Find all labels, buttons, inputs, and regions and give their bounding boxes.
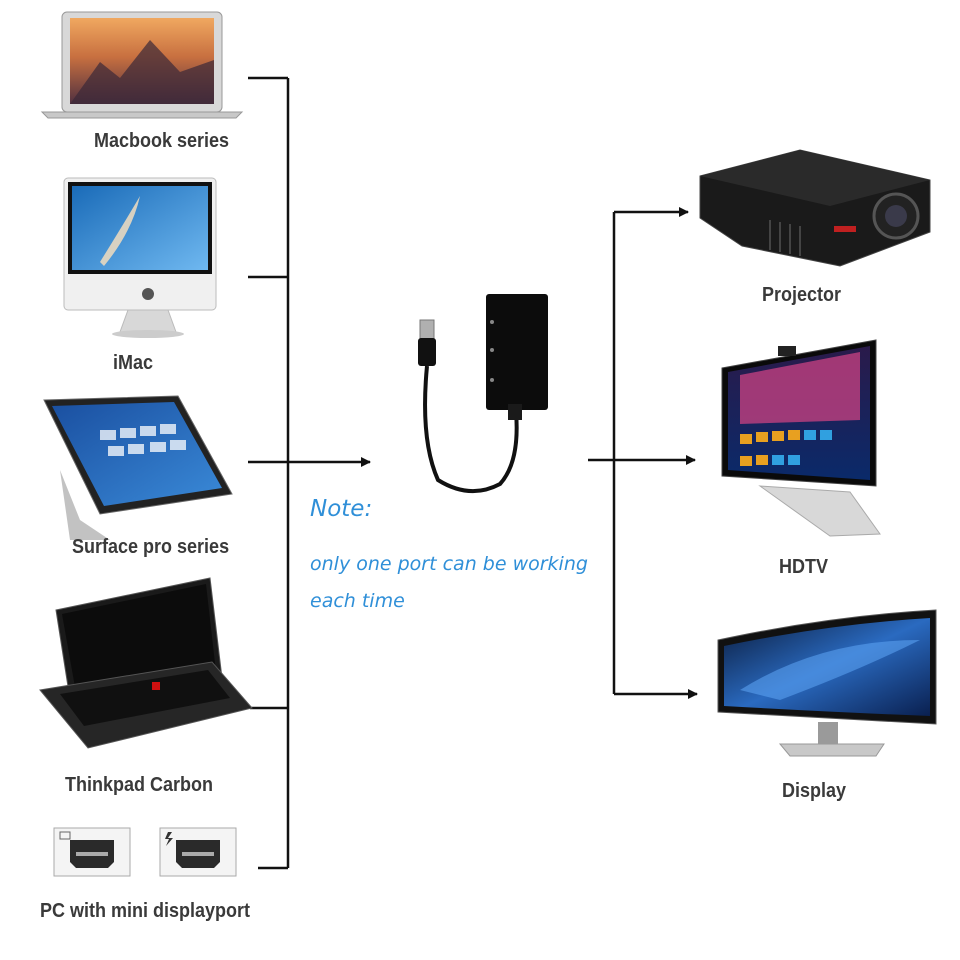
source-label-macbook: Macbook series	[94, 130, 230, 152]
output-label-display: Display	[782, 780, 847, 802]
laptop-icon	[40, 11, 244, 119]
imac-icon	[63, 177, 217, 338]
source-label-imac: iMac	[113, 352, 154, 374]
note-line-2: each time	[310, 590, 405, 612]
monitor-icon	[717, 609, 937, 757]
source-label-surface: Surface pro series	[72, 536, 230, 558]
adapter-icon	[418, 294, 548, 494]
tablet-icon	[43, 395, 233, 540]
thunderbolt-icon	[159, 827, 237, 877]
note-title: Note:	[310, 496, 373, 522]
tv-icon	[721, 339, 881, 537]
thinkpad-icon	[39, 577, 253, 749]
output-label-hdtv: HDTV	[779, 556, 829, 578]
connector-lines	[248, 76, 698, 870]
projector-icon	[699, 149, 931, 267]
output-label-projector: Projector	[762, 284, 842, 306]
source-label-thinkpad: Thinkpad Carbon	[65, 774, 214, 796]
note-line-1: only one port can be working	[310, 553, 588, 575]
mini-displayport-icon	[53, 827, 131, 877]
source-label-pc: PC with mini displayport	[40, 900, 251, 922]
